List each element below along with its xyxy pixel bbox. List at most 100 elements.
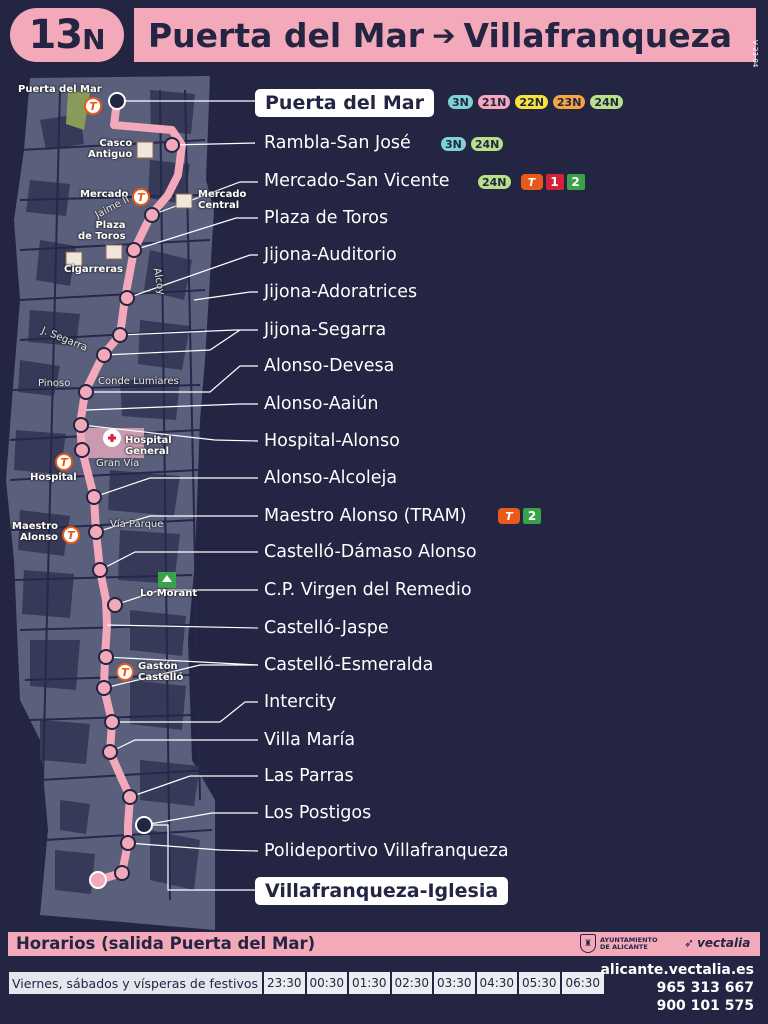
stop-name: Alonso-Devesa <box>264 356 395 376</box>
map-label-puerta-del-mar: Puerta del Mar <box>18 84 102 95</box>
schedule-row: Viernes, sábados y vísperas de festivos … <box>8 971 605 995</box>
night-line-pill: 3N <box>447 94 474 110</box>
hospital-cross-icon <box>103 429 121 447</box>
departure-time: 06:30 <box>561 972 604 994</box>
terminal-dot-destination <box>135 816 153 834</box>
stop-name: C.P. Virgen del Remedio <box>264 580 472 600</box>
stop-name: Castelló-Jaspe <box>264 618 389 638</box>
website-link[interactable]: alicante.vectalia.es <box>600 962 754 978</box>
stop-name: Alonso-Alcoleja <box>264 468 398 488</box>
night-line-pill: 22N <box>514 94 549 110</box>
tram-line-1-icon: 1 <box>545 174 564 190</box>
map-label-plaza-de-toros: Plaza de Toros <box>78 220 126 242</box>
phone-number[interactable]: 900 101 575 <box>656 998 754 1014</box>
departure-time: 05:30 <box>519 972 562 994</box>
terminal-dot-loop <box>89 871 107 889</box>
connections-puerta-del-mar: 3N 21N 22N 23N 24N <box>447 94 624 110</box>
city-blocks <box>14 90 200 894</box>
stop-connectors <box>81 100 259 891</box>
map-label-gran-via: Gran Vía <box>96 458 140 469</box>
stop-name: Jijona-Segarra <box>264 320 387 340</box>
map-label-mercado: Mercado <box>80 189 129 200</box>
tram-line-2-icon: 2 <box>523 508 541 524</box>
map-label-gaston-castello: Gastón Castelló <box>138 661 184 683</box>
stop-name: Castelló-Esmeralda <box>264 655 434 675</box>
map-label-hospital: Hospital <box>30 472 77 483</box>
stop-name: Plaza de Toros <box>264 208 389 228</box>
terminal-dot-origin <box>108 92 126 110</box>
direction-arrow-icon: ➔ <box>432 18 456 52</box>
tram-stop-icon: T <box>84 97 102 115</box>
city-shield-icon: ♜ <box>580 934 596 953</box>
map-label-j-segarra: J. Segarra <box>39 325 89 354</box>
route-line <box>76 97 186 884</box>
night-line-pill: 24N <box>589 94 624 110</box>
stop-terminal-origin: Puerta del Mar <box>255 89 434 117</box>
connections-mercado: 24N T 1 2 <box>477 174 585 190</box>
stop-name: Alonso-Aaiún <box>264 394 379 414</box>
night-line-pill: 24N <box>477 174 512 190</box>
stop-name: Mercado-San Vicente <box>264 171 450 191</box>
ayuntamiento-line2: DE ALICANTE <box>600 942 648 951</box>
stop-name: Polideportivo Villafranqueza <box>264 841 509 861</box>
route-number: 13 <box>28 12 83 58</box>
stop-terminal-destination: Villafranqueza-Iglesia <box>255 877 509 905</box>
hospital-area <box>84 428 144 458</box>
departure-time: 00:30 <box>306 972 349 994</box>
stop-name: Jijona-Adoratrices <box>264 282 418 302</box>
bullring-icon <box>105 244 123 260</box>
stop-name: Intercity <box>264 692 337 712</box>
vectalia-logo: ➶ vectalia <box>684 936 750 950</box>
stop-name: Castelló-Dámaso Alonso <box>264 542 477 562</box>
departure-time: 01:30 <box>349 972 392 994</box>
stop-name: Las Parras <box>264 766 354 786</box>
connections-maestro-alonso: T 2 <box>498 508 541 524</box>
monument-icon <box>136 141 154 159</box>
map-label-via-parque: Vía Parque <box>110 519 164 530</box>
version-label: V 23-04 <box>751 40 759 68</box>
stop-name: Jijona-Auditorio <box>264 245 397 265</box>
market-icon <box>175 193 193 209</box>
city-base <box>6 76 215 930</box>
route-destination: Villafranqueza <box>463 15 733 55</box>
phone-number[interactable]: 965 313 667 <box>656 980 754 996</box>
route-origin: Puerta del Mar <box>148 15 425 55</box>
tram-icon: T <box>520 174 543 190</box>
tram-stop-icon: T <box>116 663 134 681</box>
tram-stop-icon: T <box>62 526 80 544</box>
night-line-pill: 3N <box>440 136 467 152</box>
tram-line-2-icon: 2 <box>566 174 585 190</box>
tram-stop-icon: T <box>132 188 150 206</box>
stop-name: Maestro Alonso (TRAM) <box>264 506 467 526</box>
park-area <box>66 92 90 130</box>
schedule-header: Horarios (salida Puerta del Mar) ♜ AYUNT… <box>8 932 760 956</box>
route-title: Puerta del Mar ➔ Villafranqueza <box>134 8 756 62</box>
map-label-casco-antiguo: Casco Antiguo <box>88 138 133 160</box>
vectalia-swoosh-icon: ➶ <box>684 936 695 950</box>
stop-name: Los Postigos <box>264 803 372 823</box>
departure-time: 23:30 <box>264 972 307 994</box>
stop-name: Hospital-Alonso <box>264 431 400 451</box>
tram-stop-icon: T <box>55 453 73 471</box>
night-line-pill: 23N <box>551 94 587 110</box>
schedule-title: Horarios (salida Puerta del Mar) <box>16 934 316 953</box>
map-label-mercado-central: Mercado Central <box>198 189 247 211</box>
ayuntamiento-line1: AYUNTAMIENTO <box>600 935 658 944</box>
map-label-lo-morant: Lo Morant <box>140 588 198 599</box>
map-label-pinoso: Pinoso <box>38 378 71 389</box>
departure-time: 04:30 <box>476 972 519 994</box>
stop-name: Villa María <box>264 730 356 750</box>
factory-icon <box>65 251 83 267</box>
map-label-cigarreras: Cigarreras <box>64 264 123 275</box>
stop-dots <box>73 137 180 881</box>
departure-time: 03:30 <box>434 972 477 994</box>
night-line-pill: 24N <box>469 136 505 152</box>
park-tree-icon <box>158 572 176 588</box>
map-label-maestro-alonso: Maestro Alonso <box>12 521 59 543</box>
ayuntamiento-logo: ♜ AYUNTAMIENTO DE ALICANTE <box>580 934 658 953</box>
map-label-conde-lumiares: Conde Lumiares <box>98 376 179 387</box>
connections-rambla: 3N 24N <box>440 136 505 152</box>
stop-name: Rambla-San José <box>264 133 411 153</box>
departure-time: 02:30 <box>391 972 434 994</box>
